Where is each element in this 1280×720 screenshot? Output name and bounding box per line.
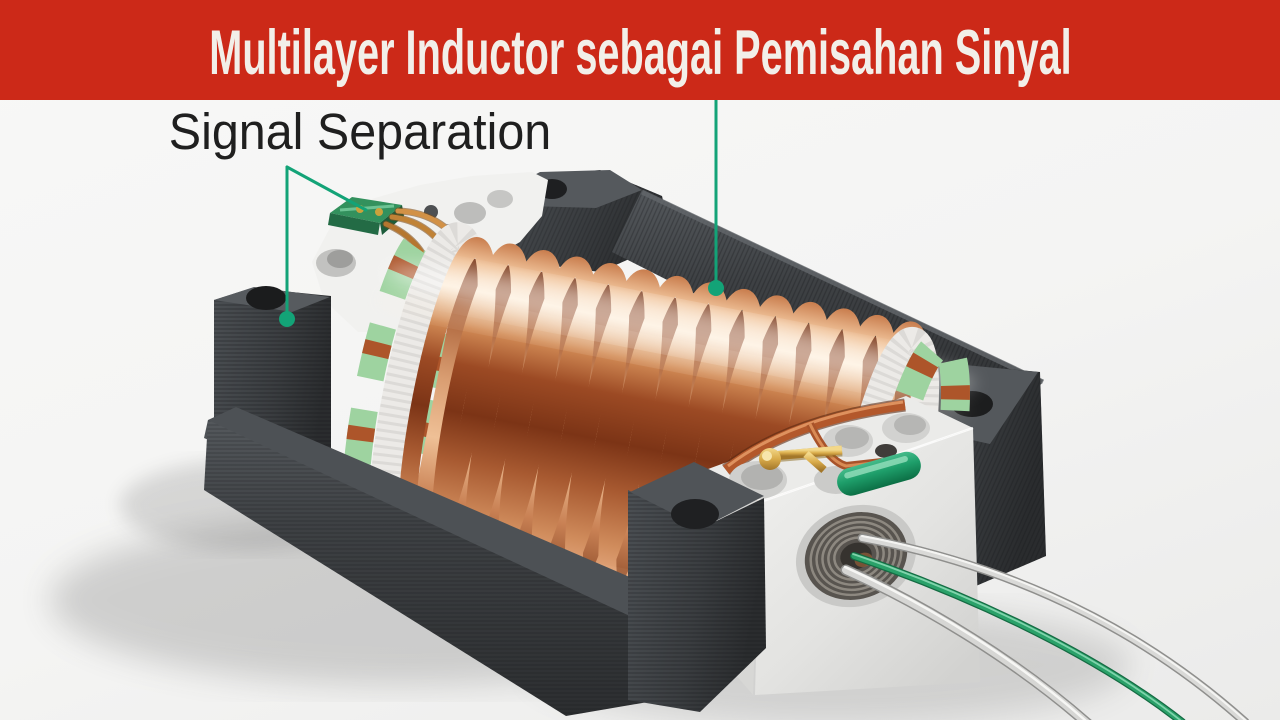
leader-frame-rail	[708, 100, 724, 296]
leader-dot	[708, 280, 724, 296]
green-pill-component	[837, 451, 921, 496]
copper-end-ring	[722, 400, 906, 474]
gold-terminal	[759, 445, 843, 473]
leader-dot	[279, 311, 295, 327]
signal-wires	[840, 533, 1250, 720]
mounting-hole	[246, 286, 286, 310]
frame-front-post	[628, 462, 766, 712]
page-title: Multilayer Inductor sebagai Pemisahan Si…	[208, 17, 1072, 88]
leader-signal-separation	[279, 165, 368, 327]
title-banner: Multilayer Inductor sebagai Pemisahan Si…	[0, 0, 1280, 100]
signal-separation-label: Signal Separation	[168, 103, 552, 160]
mounting-hole	[671, 499, 719, 529]
frame-bottom-rail	[204, 407, 706, 716]
